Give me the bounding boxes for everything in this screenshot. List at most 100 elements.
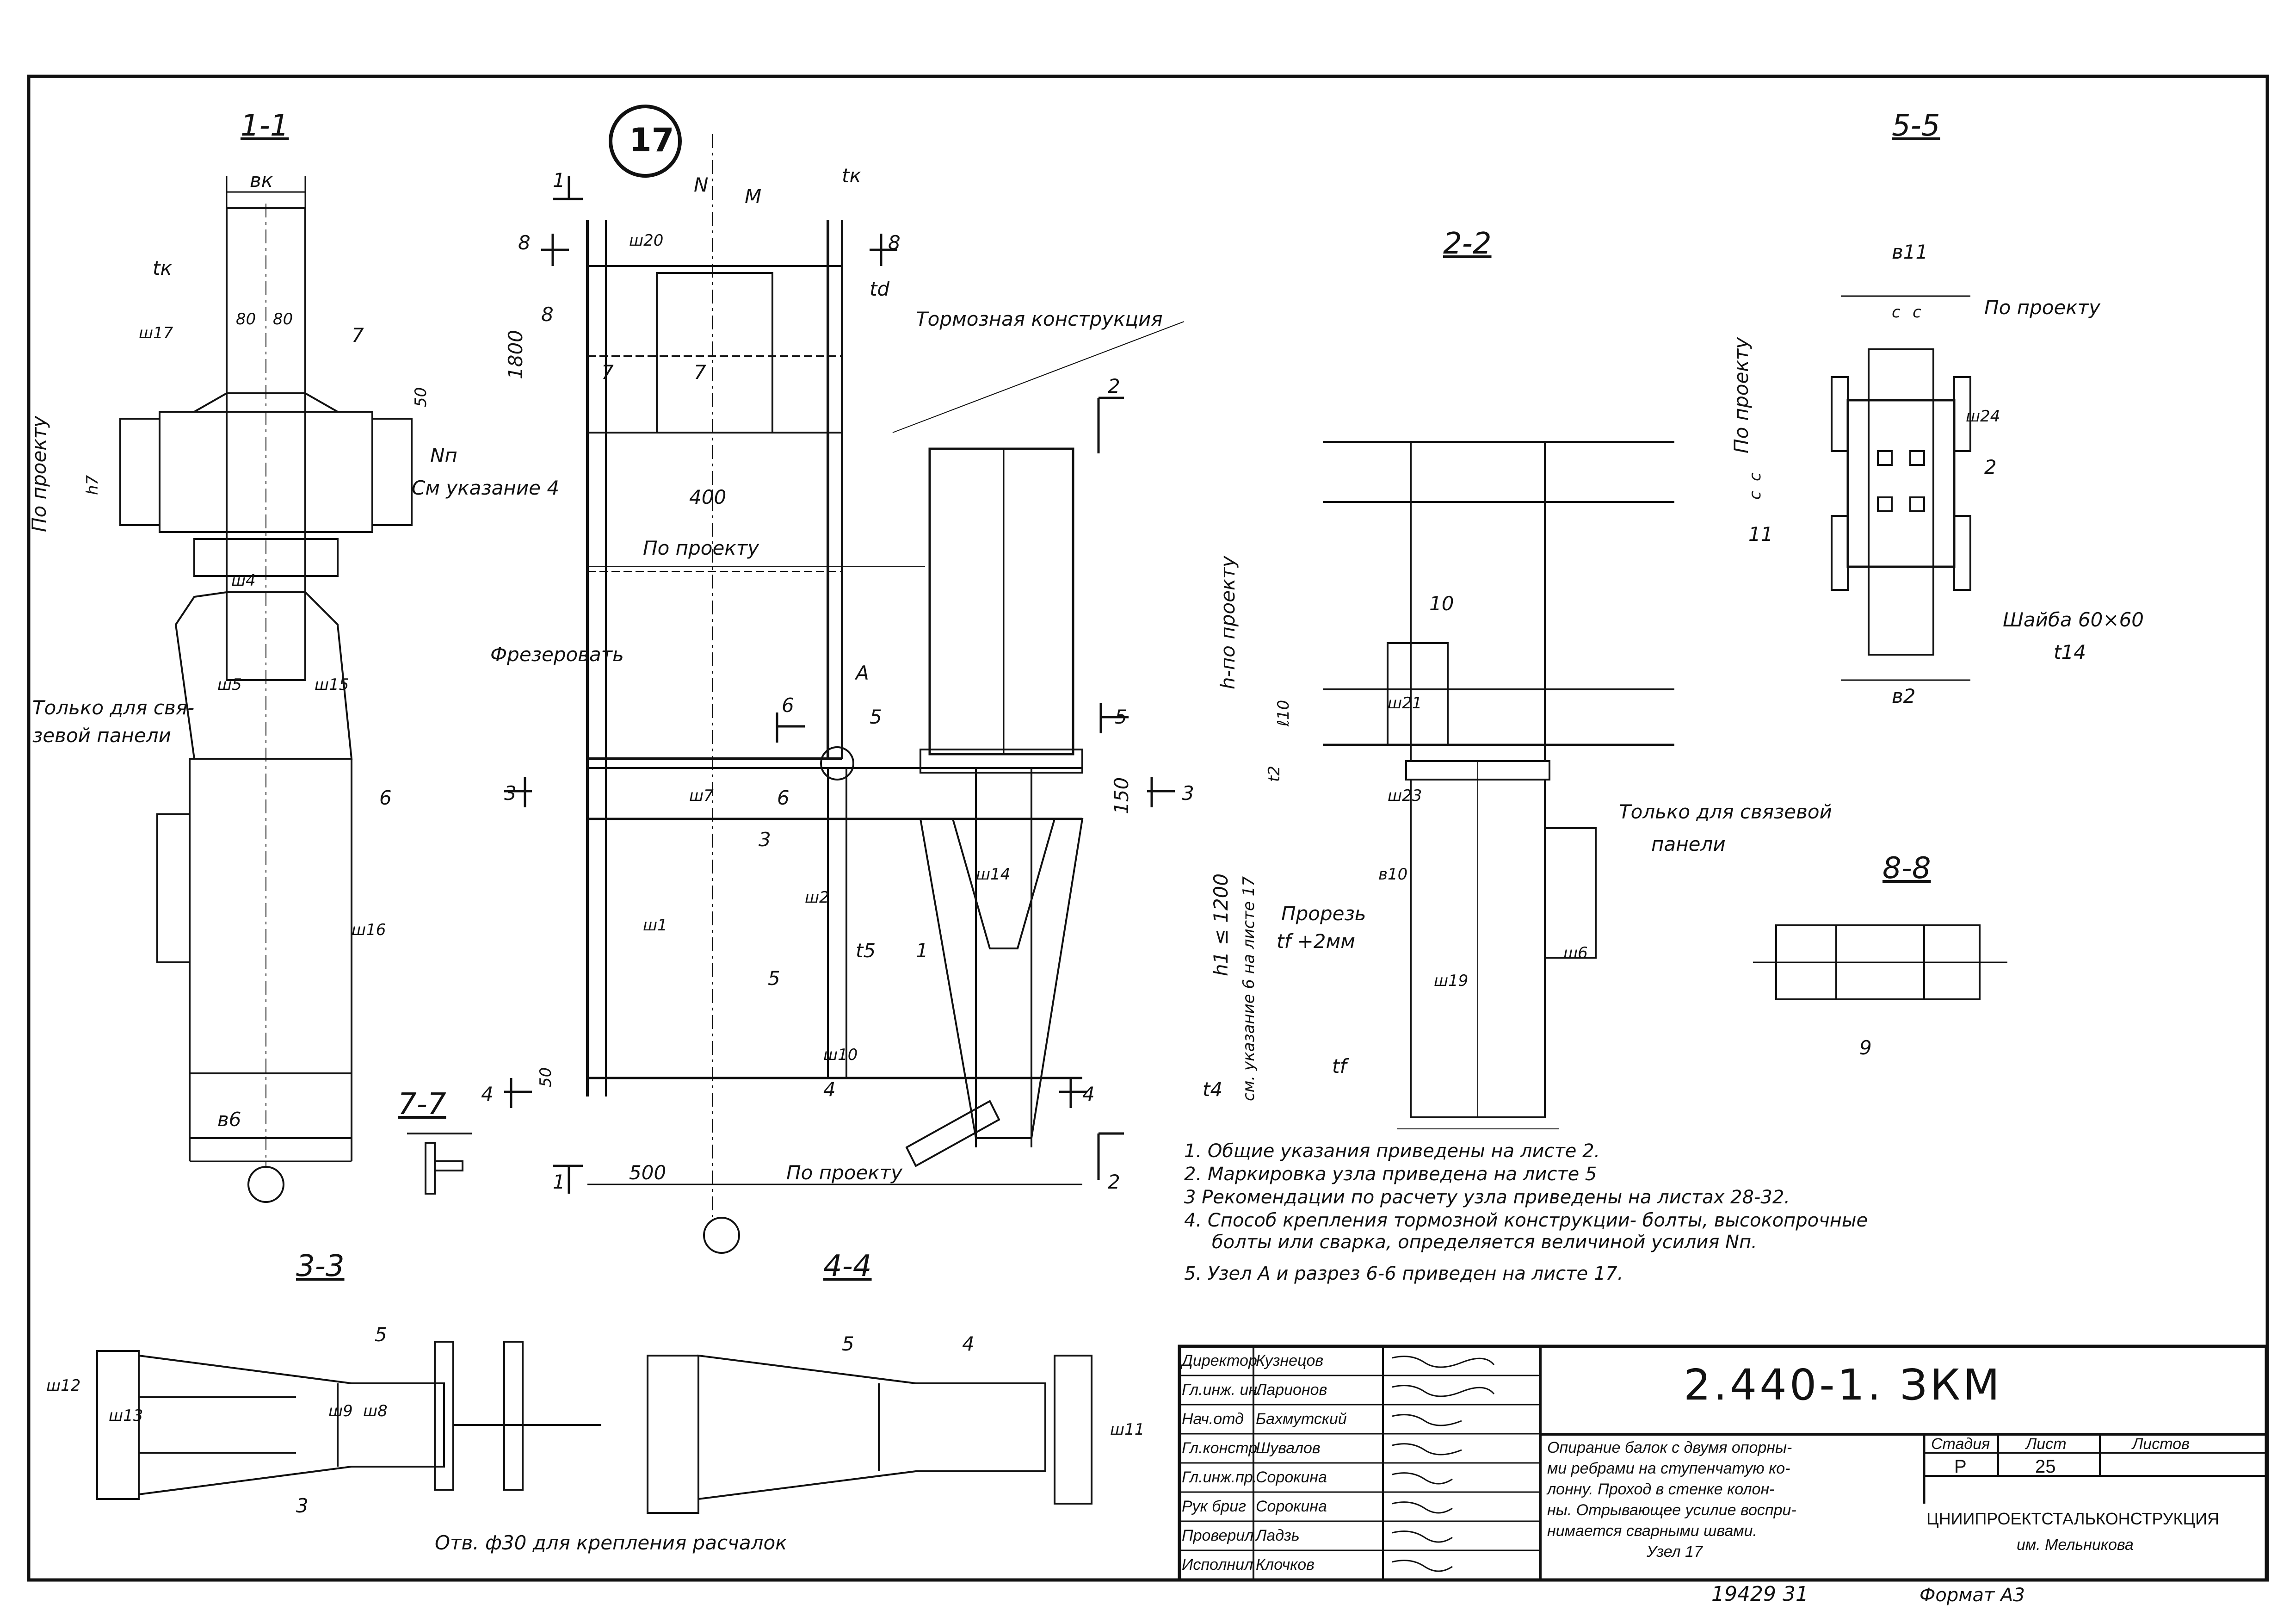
marker-4-right: 4	[1082, 1083, 1095, 1105]
weld-sh19: ш19	[1434, 972, 1469, 990]
marker-6-top: 6	[782, 694, 794, 717]
weld-sh11: ш11	[1110, 1420, 1145, 1439]
marker-6-mid: 6	[777, 787, 790, 809]
label-holes: Отв. ф30 для крепления расчалок	[435, 1531, 787, 1554]
note-5: 5. Узел А и разрез 6-6 приведен на листе…	[1184, 1263, 1623, 1284]
marker-1-top: 1	[553, 169, 565, 192]
marker-2-bottom: 2	[1108, 1171, 1120, 1193]
signature-name: Шувалов	[1256, 1439, 1321, 1457]
part-3: 3	[759, 828, 771, 851]
label-per-project-1: По проекту	[643, 537, 759, 559]
title-line-4: ны. Отрывающее усилие воспри-	[1547, 1501, 1796, 1519]
signature-name: Клочков	[1256, 1556, 1315, 1573]
node-number: 17	[629, 121, 674, 159]
label-washer: Шайба 60×60	[2003, 608, 2144, 631]
label-b11: в11	[1892, 241, 1928, 263]
signature-role: Исполнил	[1182, 1556, 1253, 1573]
part-11: 11	[1748, 523, 1773, 545]
part-5: 5	[768, 967, 780, 990]
part-8: 8	[541, 303, 554, 326]
dim-80-a: 80	[236, 310, 256, 328]
label-see-note-4: См указание 4	[412, 477, 560, 499]
marker-3-left: 3	[504, 782, 517, 805]
marker-7-left: 7	[601, 361, 614, 384]
weld-sh15: ш15	[315, 675, 349, 694]
section-8-8-drawing	[1753, 924, 2007, 1000]
section-5-5-drawing	[1831, 295, 1971, 681]
label-only-bracing-left-1: Только для свя-	[32, 696, 195, 719]
weld-sh14: ш14	[976, 865, 1011, 884]
title-line-2: ми ребрами на ступенчатую ко-	[1547, 1460, 1790, 1477]
weld-sh13: ш13	[109, 1406, 143, 1425]
signature-name: Ладзь	[1256, 1527, 1300, 1544]
signature-role: Гл.инж. ин.	[1182, 1381, 1262, 1399]
title-block-grid	[1178, 1344, 2268, 1582]
dim-c-4: c	[1746, 472, 1765, 481]
label-t2: t2	[1265, 766, 1284, 782]
weld-sh1: ш1	[643, 916, 667, 935]
force-n-label: N	[694, 173, 709, 196]
organization-sub: им. Мельникова	[2017, 1536, 2134, 1554]
label-mill: Фрезеровать	[490, 643, 624, 666]
sheets-header: Листов	[2132, 1435, 2190, 1453]
weld-sh2: ш2	[805, 888, 829, 907]
signature-role: Гл.констр	[1182, 1439, 1258, 1457]
title-line-3: лонну. Проход в стенке колон-	[1547, 1481, 1775, 1498]
detail-a-label: A	[856, 662, 869, 684]
organization: ЦНИИПРОЕКТСТАЛЬКОНСТРУКЦИЯ	[1926, 1509, 2220, 1528]
label-slot: Прорезь	[1281, 902, 1366, 925]
section-2-2-drawing	[1323, 441, 1674, 1129]
label-l10: ℓ10	[1274, 700, 1293, 726]
dim-50: 50	[412, 387, 430, 407]
label-np: Nп	[430, 444, 457, 467]
signature-role: Нач.отд	[1182, 1410, 1244, 1428]
signature-role: Проверил	[1182, 1527, 1254, 1544]
weld-sh4: ш4	[231, 571, 256, 590]
label-tk-top: tк	[842, 164, 861, 187]
section-1-1-drawing	[119, 176, 413, 1203]
dim-500: 500	[629, 1161, 667, 1184]
section-8-8-title: 8-8	[1882, 851, 1931, 886]
title-line-6: Узел 17	[1647, 1543, 1703, 1561]
label-bk: вк	[250, 169, 273, 192]
part-10: 10	[1429, 592, 1454, 615]
label-b10: в10	[1378, 865, 1408, 884]
label-only-bracing-right-1: Только для связевой	[1619, 800, 1832, 823]
signature-name: Бахмутский	[1256, 1410, 1347, 1428]
note-2: 2. Маркировка узла приведена на листе 5	[1184, 1164, 1597, 1185]
weld-sh20: ш20	[629, 231, 664, 250]
weld-sh7: ш7	[689, 787, 714, 805]
weld-sh9: ш9	[328, 1402, 353, 1420]
dim-50-b: 50	[537, 1067, 555, 1087]
signature-name: Сорокина	[1256, 1468, 1327, 1486]
label-h-project: h-по проекту	[1216, 556, 1239, 689]
sheet-header: Лист	[2026, 1435, 2067, 1453]
label-only-bracing-right-2: панели	[1651, 833, 1726, 855]
label-td: td	[870, 278, 890, 300]
section-7-7-title: 7-7	[398, 1087, 446, 1121]
weld-sh17: ш17	[139, 324, 173, 342]
weld-sh8: ш8	[363, 1402, 388, 1420]
dim-1800: 1800	[504, 330, 527, 379]
section-3-3-title: 3-3	[296, 1249, 345, 1283]
label-h1: h1 ≤ 1200	[1210, 873, 1232, 976]
marker-2-top: 2	[1108, 375, 1120, 397]
part-4: 4	[823, 1078, 836, 1101]
marker-3-right: 3	[1182, 782, 1194, 805]
label-per-project-5: По проекту	[1730, 337, 1753, 453]
marker-5-right: 5	[1115, 706, 1127, 728]
dim-400: 400	[689, 486, 727, 508]
section-7-7-drawing	[407, 1133, 472, 1195]
part-4-sec44: 4	[962, 1332, 975, 1355]
section-4-4-title: 4-4	[823, 1249, 872, 1283]
document-code: 2.440-1. ЗКМ	[1684, 1360, 2003, 1410]
label-h7: h7	[83, 475, 102, 495]
weld-sh24: ш24	[1966, 407, 2000, 426]
part-5-sec44: 5	[842, 1332, 854, 1355]
moment-m-text: M	[745, 185, 762, 208]
marker-7-right: 7	[694, 361, 706, 384]
sheet-value: 25	[2035, 1456, 2056, 1477]
marker-5-left: 5	[870, 706, 882, 728]
